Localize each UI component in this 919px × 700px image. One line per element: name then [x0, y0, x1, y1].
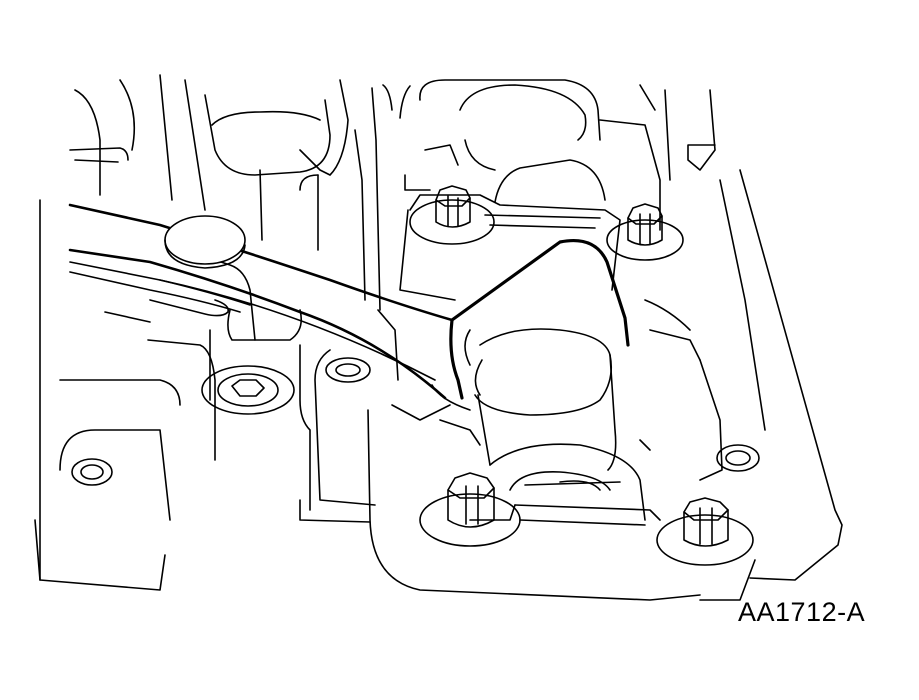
bolt-upper-left	[410, 186, 494, 244]
cylinder-head-casting	[35, 75, 842, 600]
bolt-upper-right	[607, 204, 683, 260]
lever-tool	[70, 205, 452, 398]
figure-code: AA1712-A	[738, 597, 866, 627]
camshaft	[400, 160, 660, 525]
bolt-lower-left	[420, 473, 520, 546]
bolt-lower-right	[657, 498, 753, 565]
